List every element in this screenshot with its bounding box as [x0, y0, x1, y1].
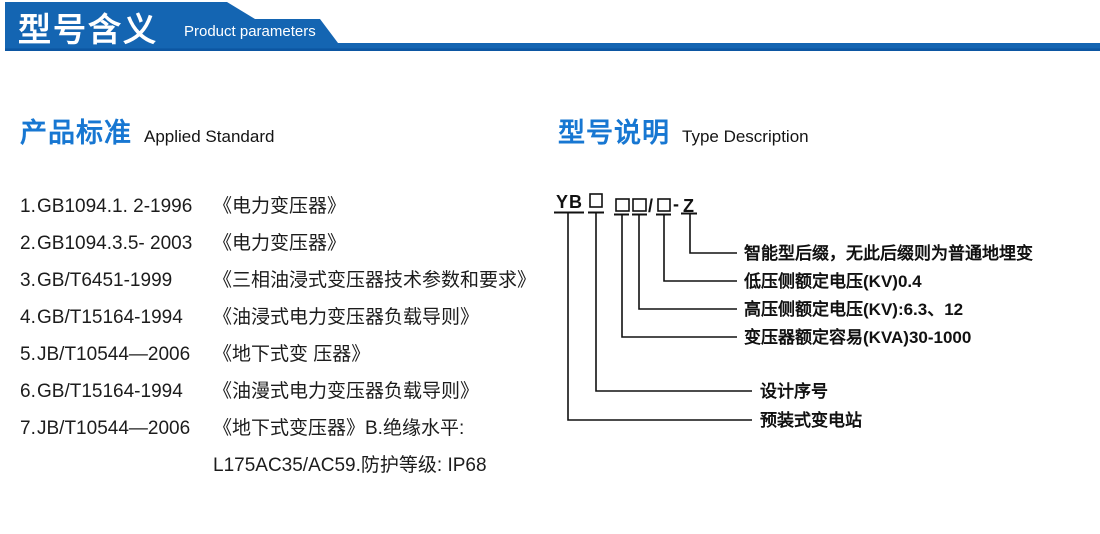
standard-item-2: 2.GB1094.3.5- 2003 《电力变压器》: [20, 225, 550, 262]
connector-hv: [638, 215, 737, 310]
standard-title: L175AC35/AC59.防护等级: IP68: [213, 455, 487, 476]
standard-title: 《油漫式电力变压器负载导则》: [213, 381, 480, 402]
applied-standard-heading-en: Applied Standard: [144, 127, 275, 146]
model-prefix: YB: [556, 192, 583, 212]
standard-number: 7.: [20, 418, 36, 439]
model-suffix: Z: [683, 196, 694, 216]
standard-item-1: 1.GB1094.1. 2-1996 《电力变压器》: [20, 188, 550, 225]
standard-title: 《油浸式电力变压器负载导则》: [213, 307, 480, 328]
model-box-hv: [632, 198, 647, 212]
standard-code: JB/T10544—2006: [37, 344, 191, 365]
standard-number: 6.: [20, 381, 36, 402]
model-slash: /: [648, 196, 653, 216]
label-station: 预装式变电站: [760, 410, 862, 430]
page-banner: 型号含义 Product parameters: [0, 0, 1100, 56]
standard-item-6: 6.GB/T15164-1994 《油漫式电力变压器负载导则》: [20, 373, 550, 410]
standard-code: JB/T10544—2006: [37, 418, 191, 439]
standard-title: 《电力变压器》: [213, 233, 347, 254]
type-description-heading-cn: 型号说明: [558, 118, 670, 148]
banner-title: 型号含义: [18, 11, 158, 48]
type-description-heading: 型号说明 Type Description: [558, 111, 809, 150]
standard-title: 《三相油浸式变压器技术参数和要求》: [213, 270, 537, 291]
applied-standard-heading-cn: 产品标准: [20, 118, 132, 148]
standard-code: GB/T6451-1999: [37, 270, 173, 291]
standard-item-5: 5.JB/T10544—2006 《地下式变 压器》: [20, 336, 550, 373]
model-box-lv: [657, 198, 671, 212]
label-capacity: 变压器额定容易(KVA)30-1000: [744, 327, 971, 347]
model-underlines: [554, 211, 697, 216]
standard-item-7: 7.JB/T10544—2006 《地下式变压器》B.绝缘水平:: [20, 410, 550, 447]
standard-item-4: 4.GB/T15164-1994 《油浸式电力变压器负载导则》: [20, 299, 550, 336]
standard-number: 4.: [20, 307, 36, 328]
standard-number: 1.: [20, 196, 36, 217]
connector-lv: [663, 215, 737, 282]
model-box-design: [589, 193, 603, 208]
connector-capacity: [621, 215, 737, 338]
connector-lines: [567, 213, 752, 421]
standard-title: 《电力变压器》: [213, 196, 347, 217]
connector-smart: [689, 213, 737, 254]
label-smart: 智能型后缀，无此后缀则为普通地埋变: [744, 243, 1033, 263]
model-box-capacity: [615, 198, 630, 212]
standards-list: 1.GB1094.1. 2-1996 《电力变压器》 2.GB1094.3.5- …: [20, 188, 550, 484]
standard-number: 5.: [20, 344, 36, 365]
model-dash: -: [673, 194, 679, 214]
banner-shape: [5, 2, 1100, 51]
standard-title: 《地下式变 压器》: [213, 344, 371, 365]
standard-code: GB1094.3.5- 2003: [37, 233, 193, 254]
connector-station: [567, 213, 752, 421]
standard-number: 3.: [20, 270, 36, 291]
applied-standard-heading: 产品标准 Applied Standard: [20, 111, 274, 150]
label-lv: 低压侧额定电压(KV)0.4: [743, 271, 922, 291]
label-hv: 高压侧额定电压(KV):6.3、12: [744, 299, 963, 319]
standard-code: GB/T15164-1994: [37, 381, 183, 402]
type-description-heading-en: Type Description: [682, 127, 809, 146]
standard-code: GB/T15164-1994: [37, 307, 183, 328]
model-code-diagram: YB / - Z: [545, 190, 1100, 450]
standard-item-7-continued: L175AC35/AC59.防护等级: IP68: [20, 447, 550, 484]
standard-item-3: 3.GB/T6451-1999 《三相油浸式变压器技术参数和要求》: [20, 262, 550, 299]
standard-title: 《地下式变压器》B.绝缘水平:: [213, 418, 465, 439]
label-design: 设计序号: [760, 381, 828, 401]
standard-number: 2.: [20, 233, 36, 254]
standard-code: GB1094.1. 2-1996: [37, 196, 193, 217]
connector-design: [595, 213, 752, 392]
banner-subtitle: Product parameters: [184, 23, 316, 40]
